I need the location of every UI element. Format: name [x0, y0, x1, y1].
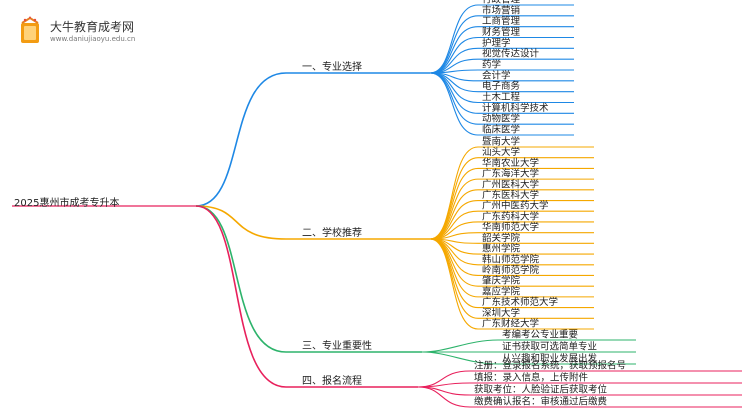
book-logo-icon [21, 16, 39, 43]
site-logo[interactable]: 大牛教育成考网 www.daniujiaoyu.edu.cn [12, 12, 172, 52]
branch-label[interactable]: 三、专业重要性 [302, 339, 372, 352]
leaf-node[interactable]: 广东药科大学 [482, 210, 539, 222]
leaf-node[interactable]: 暨南大学 [482, 136, 520, 148]
brand-url: www.daniujiaoyu.edu.cn [50, 35, 136, 43]
leaf-node[interactable]: 韶关学院 [482, 232, 521, 244]
leaf-node[interactable]: 缴费确认报名：审核通过后缴费 [474, 396, 607, 408]
leaf-node[interactable]: 视觉传达设计 [482, 48, 540, 60]
leaf-node[interactable]: 药学 [482, 59, 501, 71]
child-edge [429, 238, 594, 330]
leaf-node[interactable]: 岭南师范学院 [482, 264, 540, 276]
leaf-node[interactable]: 计算机科学技术 [482, 102, 549, 114]
branch-edge [195, 205, 430, 240]
leaf-node[interactable]: 广东医科大学 [482, 189, 539, 201]
leaf-node[interactable]: 汕头大学 [482, 146, 520, 158]
leaf-node[interactable]: 证书获取可选简单专业 [502, 341, 597, 353]
leaf-node[interactable]: 惠州学院 [482, 243, 521, 255]
brand-name: 大牛教育成考网 [50, 20, 135, 34]
child-edge [421, 351, 636, 365]
child-edge [429, 146, 594, 240]
leaf-node[interactable]: 广东财经大学 [482, 318, 539, 330]
branch-edge [195, 72, 430, 207]
leaf-node[interactable]: 华南师范大学 [482, 221, 539, 233]
leaf-node[interactable]: 深圳大学 [482, 307, 520, 319]
leaf-node[interactable]: 注册：登录报名系统，获取预报名号 [474, 360, 626, 372]
leaf-node[interactable]: 工商管理 [482, 15, 521, 27]
leaf-node[interactable]: 填报：录入信息，上传附件 [474, 372, 589, 384]
leaf-node[interactable]: 考编考公专业重要 [502, 329, 578, 341]
child-edge [417, 386, 742, 408]
leaf-node[interactable]: 动物医学 [482, 113, 520, 125]
leaf-node[interactable]: 广州中医药大学 [482, 200, 549, 212]
mindmap-nodes: 2025惠州市成考专升本 一、专业选择 行政管理市场营销工商管理财务管理护理学视觉… [14, 0, 626, 408]
child-edge [429, 167, 594, 240]
leaf-node[interactable]: 财务管理 [482, 26, 521, 38]
leaf-node[interactable]: 嘉应学院 [482, 285, 521, 297]
leaf-node[interactable]: 韩山师范学院 [482, 253, 540, 265]
leaf-node[interactable]: 土木工程 [482, 91, 521, 103]
leaf-node[interactable]: 市场营销 [482, 4, 521, 16]
child-edge [429, 72, 574, 136]
leaf-node[interactable]: 会计学 [482, 69, 511, 81]
leaf-node[interactable]: 护理学 [482, 37, 511, 49]
branch-label[interactable]: 一、专业选择 [302, 60, 362, 73]
leaf-node[interactable]: 肇庆学院 [482, 275, 521, 287]
child-edge [429, 178, 594, 240]
branch-label[interactable]: 二、学校推荐 [302, 226, 362, 239]
leaf-node[interactable]: 行政管理 [482, 0, 521, 6]
child-edge [429, 26, 574, 74]
leaf-node[interactable]: 广东技术师范大学 [482, 296, 558, 308]
leaf-node[interactable]: 华南农业大学 [482, 157, 539, 169]
leaf-node[interactable]: 临床医学 [482, 124, 520, 136]
leaf-node[interactable]: 从兴趣和职业发展出发 [502, 353, 598, 365]
branch-edge [195, 205, 422, 353]
root-node[interactable]: 2025惠州市成考专升本 [14, 196, 119, 209]
child-edge [429, 4, 574, 74]
mindmap-edges [12, 4, 742, 408]
branch-edge [195, 205, 418, 388]
child-edge [429, 15, 574, 74]
child-edge [429, 189, 594, 240]
branch-label[interactable]: 四、报名流程 [302, 374, 362, 387]
leaf-node[interactable]: 广州医科大学 [482, 178, 539, 190]
leaf-node[interactable]: 获取考位：人脸验证后获取考位 [474, 384, 608, 396]
leaf-node[interactable]: 广东海洋大学 [482, 168, 539, 180]
child-edge [429, 157, 594, 240]
leaf-node[interactable]: 电子商务 [482, 80, 521, 92]
